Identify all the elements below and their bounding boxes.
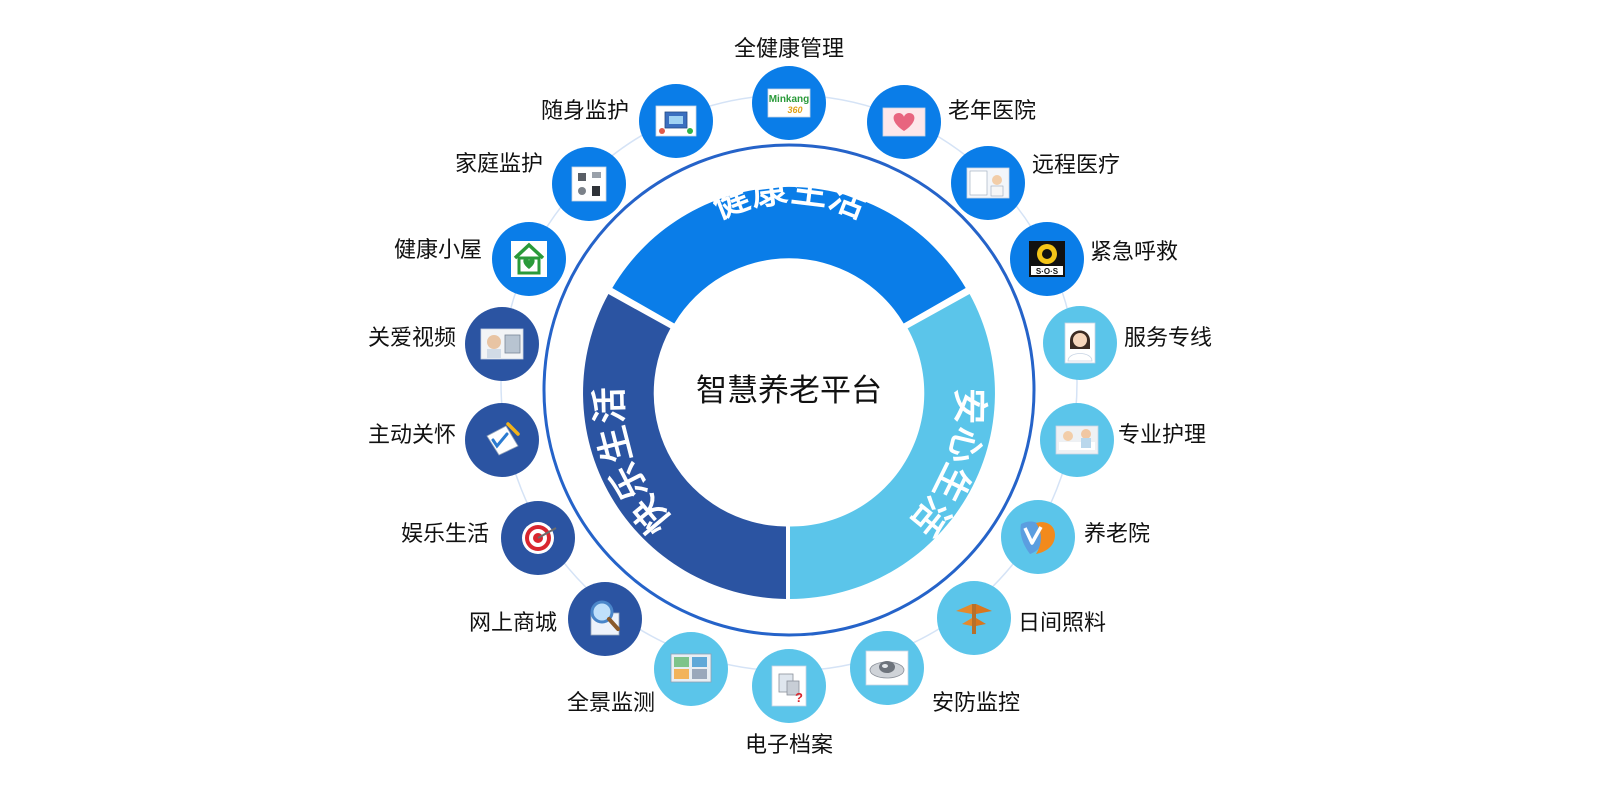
node-18[interactable]: 随身监护	[541, 84, 713, 158]
node-15-label: 关爱视频	[368, 326, 456, 351]
node-18-label: 随身监护	[541, 99, 629, 124]
node-6[interactable]: 专业护理	[1040, 403, 1206, 477]
panorama-screen-icon	[670, 653, 712, 683]
node-7[interactable]: 养老院	[1001, 500, 1150, 574]
node-17[interactable]: 家庭监护	[455, 147, 626, 221]
node-13-label: 娱乐生活	[401, 522, 489, 547]
center-title: 智慧养老平台	[696, 373, 882, 409]
node-11[interactable]: 全景监测	[567, 632, 728, 716]
node-17-label: 家庭监护	[455, 152, 543, 177]
minkang-logo-text: Minkang	[769, 94, 810, 105]
outer-ring-border	[542, 143, 1036, 637]
node-15[interactable]: 关爱视频	[368, 307, 539, 381]
target-icon	[522, 522, 557, 554]
node-13[interactable]: 娱乐生活	[401, 501, 575, 575]
segment-health[interactable]	[612, 186, 966, 324]
node-3-label: 远程医疗	[1032, 153, 1120, 178]
magnifier-icon	[590, 600, 620, 636]
node-10[interactable]: ? 电子档案	[745, 649, 833, 758]
node-5[interactable]: 服务专线	[1043, 306, 1212, 380]
node-8[interactable]: 日间照料	[937, 581, 1106, 655]
node-9[interactable]: 安防监控	[850, 631, 1020, 716]
node-5-label: 服务专线	[1124, 326, 1212, 351]
node-16[interactable]: 健康小屋	[394, 222, 566, 296]
health-house-icon	[511, 241, 547, 277]
minkang-logo-subtext: 360	[787, 105, 802, 115]
node-12[interactable]: 网上商城	[469, 582, 642, 656]
node-6-label: 专业护理	[1118, 423, 1206, 448]
signpost-icon	[956, 604, 992, 634]
question-mark-glyph: ?	[795, 690, 803, 705]
security-camera-icon	[865, 650, 909, 686]
node-2[interactable]: 老年医院	[867, 85, 1036, 159]
node-9-label: 安防监控	[932, 691, 1020, 716]
segment-safe[interactable]	[790, 294, 995, 599]
checklist-icon	[486, 422, 520, 456]
segment-happy[interactable]	[583, 294, 786, 599]
home-devices-icon	[571, 166, 607, 202]
node-2-label: 老年医院	[948, 99, 1036, 124]
document-question-icon: ?	[771, 665, 807, 707]
node-3[interactable]: 远程医疗	[951, 146, 1120, 220]
node-7-label: 养老院	[1084, 522, 1150, 547]
node-4-label: 紧急呼救	[1090, 240, 1178, 265]
shield-logo-icon	[1020, 521, 1055, 554]
wearable-device-icon	[655, 105, 697, 137]
node-11-label: 全景监测	[567, 691, 655, 716]
telemedicine-screen-icon	[966, 167, 1010, 199]
nursing-icon	[1055, 425, 1099, 455]
node-16-label: 健康小屋	[394, 238, 482, 263]
heart-icon	[882, 107, 926, 137]
node-8-label: 日间照料	[1018, 611, 1106, 636]
node-14-label: 主动关怀	[368, 423, 456, 448]
sos-icon: S·O·S	[1029, 241, 1065, 277]
sos-icon-text: S·O·S	[1036, 267, 1059, 276]
node-14[interactable]: 主动关怀	[368, 403, 539, 477]
node-10-label: 电子档案	[745, 733, 833, 758]
operator-icon	[1064, 322, 1096, 364]
video-call-icon	[480, 328, 524, 360]
node-12-label: 网上商城	[469, 611, 557, 636]
node-1-label: 全健康管理	[734, 37, 844, 62]
node-4[interactable]: S·O·S 紧急呼救	[1010, 222, 1178, 296]
